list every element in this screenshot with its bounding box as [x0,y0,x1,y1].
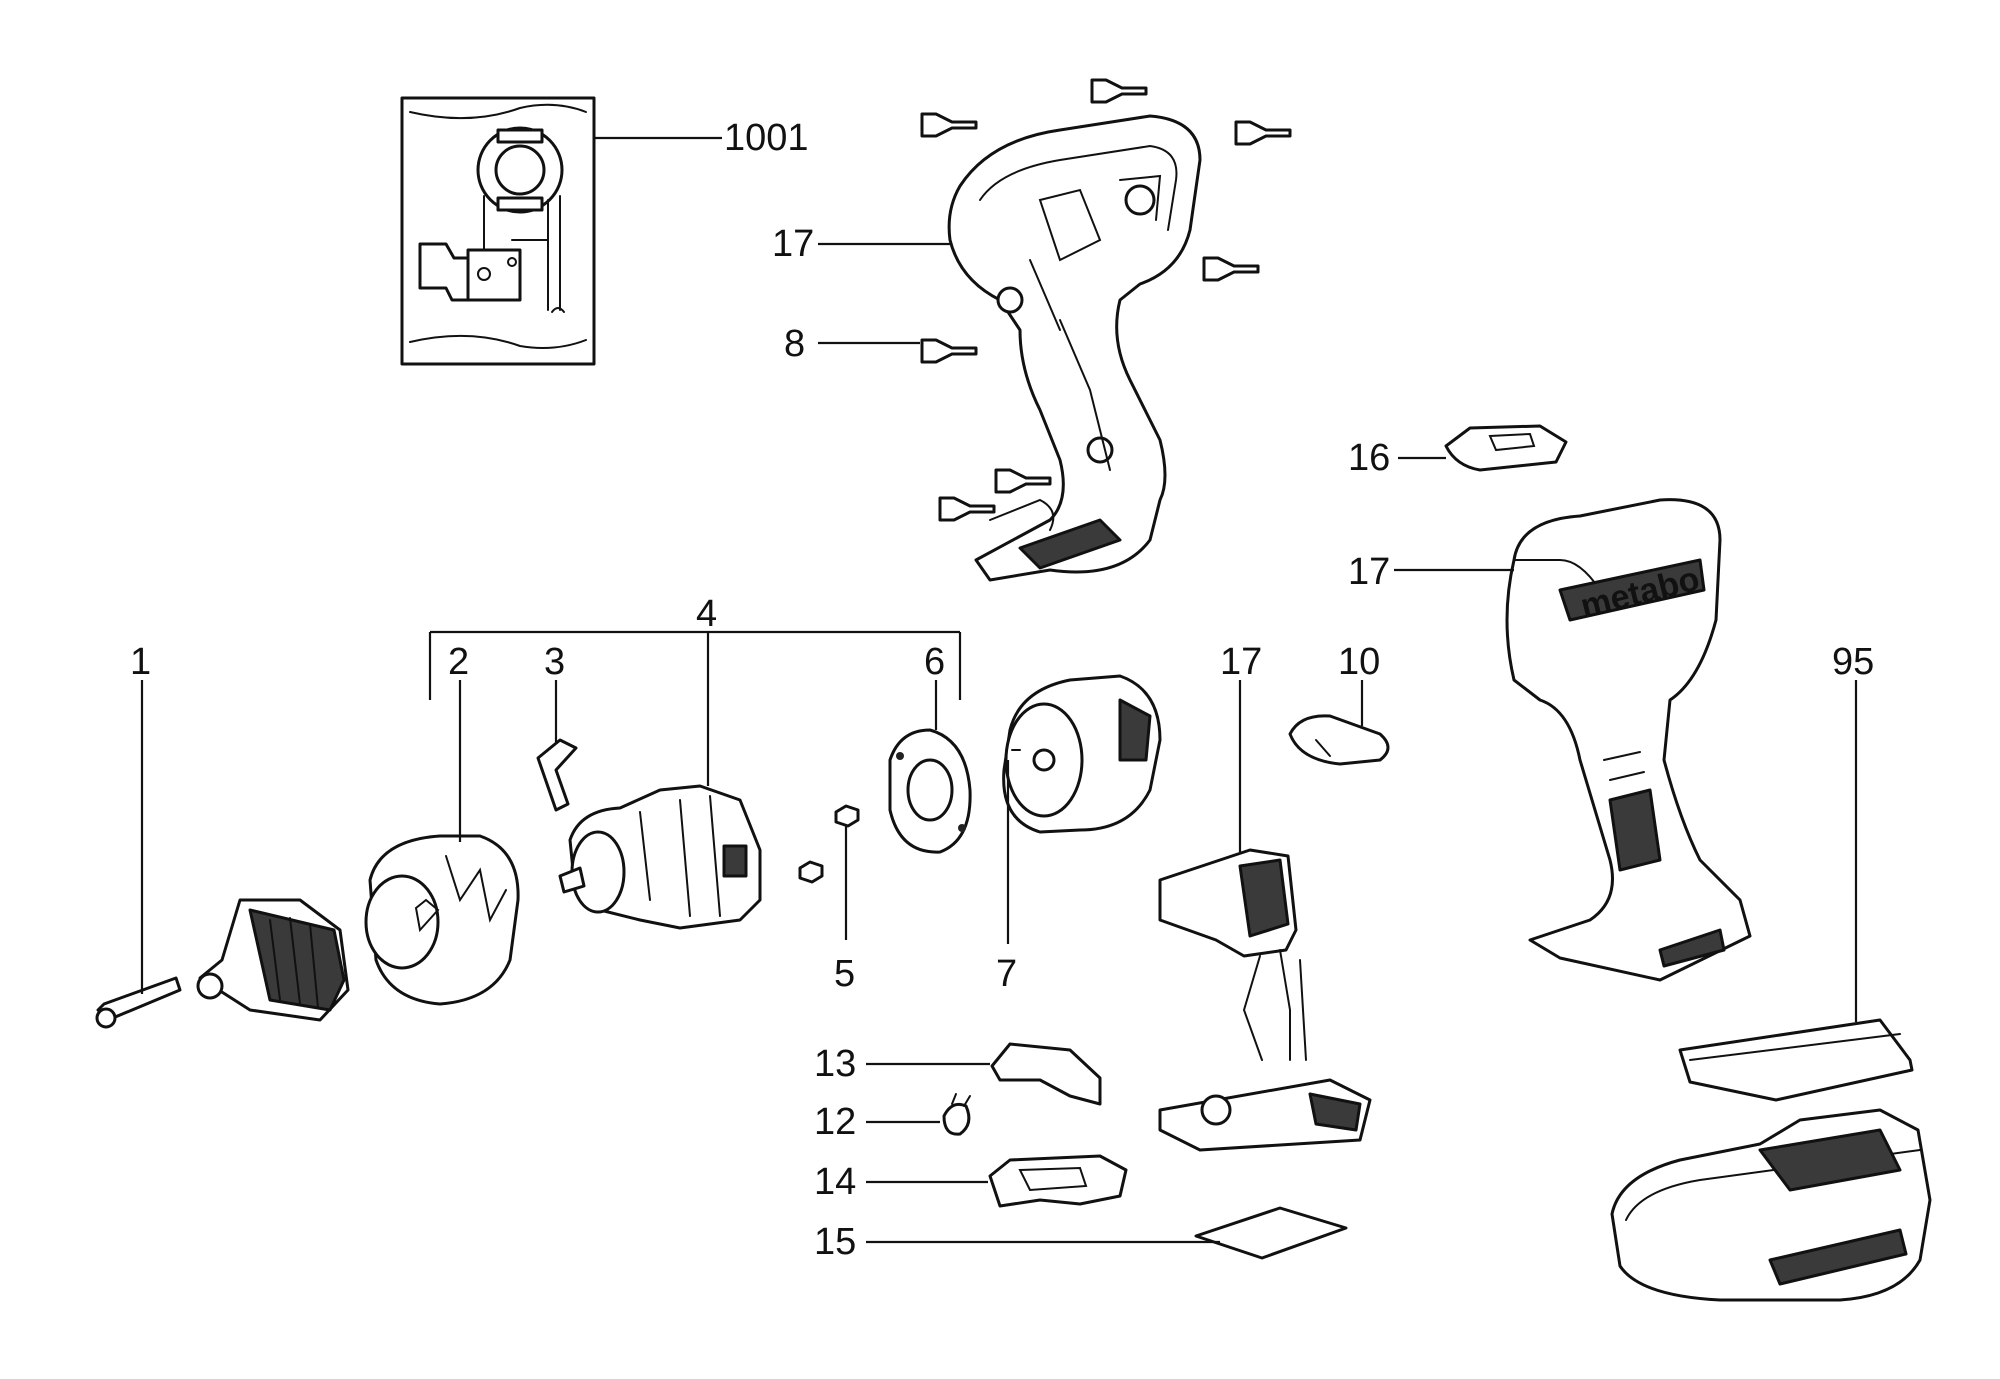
part-2-gear-cover [364,834,520,1006]
gearbox [558,784,762,930]
label-10: 10 [1338,641,1380,683]
housing-half-right: metabo [1505,498,1752,982]
part-3-clip [536,738,578,812]
wiring-diagram-inset [400,96,596,366]
part-6-motor-plate [888,728,972,854]
label-13: 13 [814,1043,856,1085]
part-17-switch [1158,848,1372,1152]
part-1-screw [95,976,182,1029]
screws-housing [920,78,1292,522]
label-95: 95 [1832,641,1874,683]
part-14 [988,1154,1128,1208]
battery-pack [1610,1108,1932,1302]
label-4: 4 [696,593,717,635]
label-1: 1 [130,641,151,683]
keyless-chuck [196,898,350,1022]
label-16: 16 [1348,437,1390,479]
housing-half-left [947,114,1202,582]
label-1001: 1001 [724,117,809,159]
label-17-housing-right: 17 [1348,551,1390,593]
label-17-housing-top: 17 [772,223,814,265]
label-12: 12 [814,1101,856,1143]
part-10-lever [1288,714,1390,766]
label-2: 2 [448,641,469,683]
label-8: 8 [784,323,805,365]
part-16-clip [1444,424,1568,472]
label-14: 14 [814,1161,856,1203]
part-95-plate [1678,1018,1914,1102]
label-5: 5 [834,953,855,995]
part-7-motor [1002,674,1162,834]
label-6: 6 [924,641,945,683]
part-12-spring [942,1093,971,1136]
label-15: 15 [814,1221,856,1263]
part-13 [990,1042,1102,1106]
part-15-sheet [1194,1206,1348,1260]
label-7: 7 [996,953,1017,995]
label-3: 3 [544,641,565,683]
label-17-switch: 17 [1220,641,1262,683]
group-bracket-4 [428,630,962,786]
part-5-screws [798,804,860,884]
